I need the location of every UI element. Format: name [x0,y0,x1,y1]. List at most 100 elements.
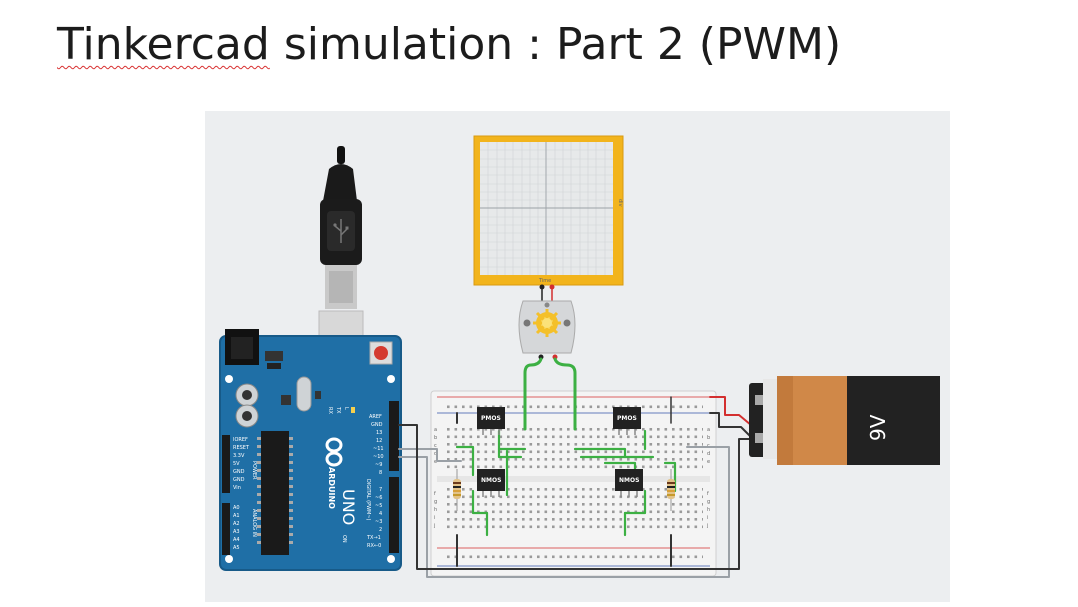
row-j: j [433,523,435,529]
microcontroller-chip [261,431,289,555]
digital-header-top[interactable] [389,401,399,471]
pmos-right-label: PMOS [617,415,637,422]
pmos-right[interactable]: PMOS [613,407,641,435]
circuit-diagram: IOREF RESET 3.3V 5V GND GND Vin POWER A0… [219,135,940,578]
pmos-left-label: PMOS [481,415,501,422]
pin-a5: A5 [233,545,240,551]
led-on-label: ON [341,535,347,543]
row-f: f [434,491,436,497]
wire-green-1[interactable] [455,445,475,477]
row-e: e [434,459,437,465]
arduino-brand: ARDUINO [327,467,336,509]
digital-header-bottom[interactable] [389,477,399,553]
wire-motor-plus[interactable] [553,357,577,431]
nmos-right[interactable]: NMOS [615,469,643,497]
scope-x-label: Time [538,278,551,284]
wire-green-10[interactable] [603,461,637,473]
row-d-right: d [707,451,710,457]
row-h-right: h [707,507,710,513]
wire-green-3[interactable] [497,447,523,459]
scope-y-label: div [617,199,623,207]
battery-label: 9V [866,414,890,441]
slide-title: Tinkercad simulation : Part 2 (PWM) [57,14,841,76]
resistor-left[interactable] [453,469,461,511]
pin-9: ~9 [375,462,382,468]
pin-0: RX←0 [367,543,381,549]
pin-a3: A3 [233,529,240,535]
row-i-right: i [707,515,708,521]
wire-ground[interactable] [398,424,754,570]
pin-11: ~11 [373,446,384,452]
arduino-infinity-logo [325,437,343,467]
row-a-right: a [707,427,710,433]
pin-5: ~5 [375,503,382,509]
nmos-right-label: NMOS [619,477,639,484]
pmos-left[interactable]: PMOS [477,407,505,435]
wire-pin10[interactable] [398,446,730,578]
pin-12: 12 [376,438,382,444]
pin-gnd-1: GND [233,469,245,475]
row-a: a [434,427,437,433]
row-d: d [434,451,437,457]
pin-reset: RESET [233,445,250,451]
pin-gnd-2: GND [233,477,245,483]
nmos-left[interactable]: NMOS [477,469,505,497]
pin-a0: A0 [233,505,240,511]
motor-gear-icon [533,309,561,337]
analog-in-label: ANALOG IN [251,509,257,537]
pin-gnd-top: GND [371,422,383,428]
pin-10: ~10 [373,454,384,460]
analog-header[interactable] [222,503,230,555]
pin-8: 8 [379,470,382,476]
pin-a1: A1 [233,513,240,519]
reset-button[interactable] [374,346,388,360]
wire-battery-plus[interactable] [709,396,752,426]
wire-green-11[interactable] [623,489,647,515]
pin-vin: Vin [233,485,241,491]
dc-motor[interactable] [518,289,576,360]
pin-5v: 5V [233,461,240,467]
pin-a4: A4 [233,537,240,543]
wire-battery-minus[interactable] [709,412,754,440]
power-label: POWER [251,461,257,480]
pin-6: ~6 [375,495,382,501]
led-tx-label: TX [335,406,341,414]
wire-green-4[interactable] [471,489,489,515]
arduino-model: UNO [339,489,358,525]
row-i: i [434,515,435,521]
power-header[interactable] [222,435,230,493]
wire-green-13[interactable] [663,461,677,493]
digital-pwm-label: DIGITAL (PWM~) [365,479,371,521]
title-word-tinkercad: Tinkercad [57,19,270,70]
pin-3v3: 3.3V [233,453,245,459]
pin-aref: AREF [369,414,382,420]
pin-2: 2 [379,527,382,533]
pin-7: 7 [379,487,382,493]
pin-13: 13 [376,430,382,436]
row-b-right: b [707,435,710,441]
row-g: g [434,499,437,505]
pin-1: TX→1 [366,535,381,541]
row-h: h [434,507,437,513]
battery-9v[interactable]: 9V [749,376,940,465]
pin-4: 4 [379,511,382,517]
oscilloscope[interactable]: Time div [473,135,624,290]
usb-icon [333,219,349,243]
wire-green-7[interactable] [573,447,627,459]
row-f-right: f [707,491,709,497]
simulation-canvas[interactable]: IOREF RESET 3.3V 5V GND GND Vin POWER A0… [205,111,950,602]
nmos-left-label: NMOS [481,477,501,484]
row-b: b [434,435,437,441]
led-rx-label: RX [327,407,333,414]
pin-3: ~3 [375,519,382,525]
led-l-label: L [343,407,349,410]
resistor-right[interactable] [667,469,675,511]
title-rest: simulation : Part 2 (PWM) [269,19,842,70]
pin-ioref: IOREF [233,437,248,443]
usb-cable[interactable] [318,146,364,346]
arduino-board[interactable]: IOREF RESET 3.3V 5V GND GND Vin POWER A0… [219,329,402,571]
row-j-right: j [706,523,708,529]
row-e-right: e [707,459,710,465]
wire-motor-minus[interactable] [523,357,543,431]
row-c: c [434,443,437,449]
